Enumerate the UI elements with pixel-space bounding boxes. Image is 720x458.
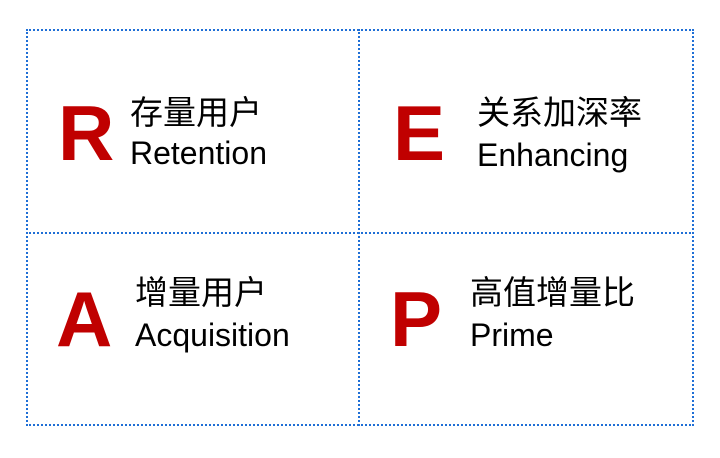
quadrant-chinese-label: 存量用户	[130, 93, 262, 132]
quadrant-letter: P	[390, 275, 443, 363]
quadrant-letter: A	[56, 275, 113, 363]
quadrant-english-label: Acquisition	[135, 317, 290, 353]
quadrant-english-label: Enhancing	[477, 137, 629, 173]
quadrant-chinese-label: 关系加深率	[477, 93, 642, 132]
quadrant-letter: E	[393, 89, 446, 177]
grid-vertical-divider	[358, 29, 360, 426]
quadrant-english-label: Retention	[130, 135, 267, 171]
quadrant-letter: R	[58, 89, 115, 177]
quadrant-chinese-label: 增量用户	[135, 273, 267, 312]
quadrant-chinese-label: 高值增量比	[470, 273, 635, 312]
reap-grid	[26, 29, 694, 426]
grid-outer-border	[26, 29, 694, 426]
quadrant-english-label: Prime	[470, 317, 554, 353]
grid-horizontal-divider	[26, 232, 694, 234]
